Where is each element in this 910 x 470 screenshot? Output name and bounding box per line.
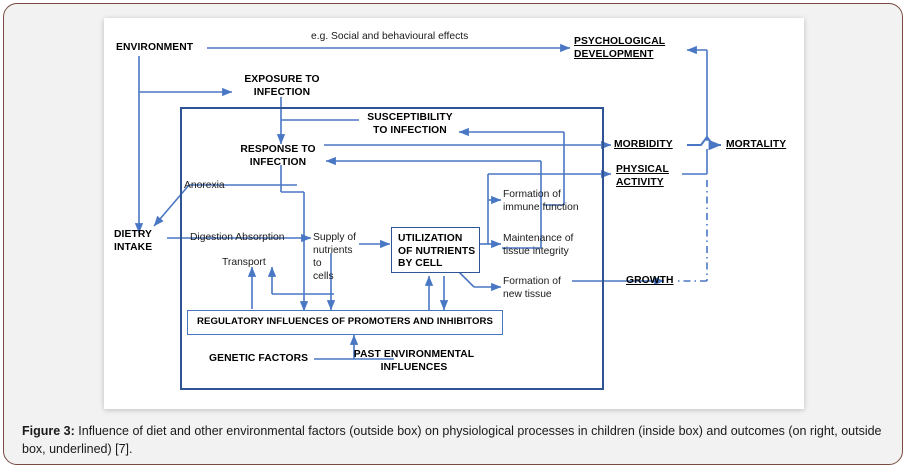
utilization-line-1: UTILIZATION <box>398 233 463 244</box>
maintenance-line-2: tissue integrity <box>503 246 569 257</box>
diagram-canvas <box>4 4 910 414</box>
new-tissue-line-2: new tissue <box>503 289 552 300</box>
figure-caption-text: Influence of diet and other environmenta… <box>22 424 882 456</box>
node-maintenance-of-tissue-integrity: Maintenance of tissue integrity <box>503 232 573 258</box>
supply-line-2: nutrients to <box>313 245 353 269</box>
node-regulatory-influences: REGULATORY INFLUENCES OF PROMOTERS AND I… <box>187 310 503 335</box>
node-utilization-of-nutrients-by-cell: UTILIZATION OF NUTRIENTS BY CELL <box>391 227 480 273</box>
utilization-line-3: BY CELL <box>398 258 443 269</box>
node-morbidity: MORBIDITY <box>614 139 673 150</box>
maintenance-line-1: Maintenance of <box>503 233 574 244</box>
supply-line-1: Supply of <box>313 232 356 243</box>
node-genetic-factors: GENETIC FACTORS <box>209 353 309 364</box>
exposure-line-2: INFECTION <box>253 86 311 98</box>
node-formation-of-new-tissue: Formation of new tissue <box>503 275 561 301</box>
physical-activity-line-1: PHYSICAL <box>616 164 669 175</box>
response-line-1: RESPONSE TO <box>240 144 316 155</box>
dietry-intake-line-1: DIETRY <box>114 229 152 240</box>
past-env-line-2: INFLUENCES <box>380 361 448 373</box>
node-dietry-intake: DIETRY INTAKE <box>114 229 166 254</box>
node-psychological-development: PSYCHOLOGICAL DEVELOPMENT <box>574 36 665 61</box>
figure-image-panel <box>104 18 804 409</box>
supply-line-3: cells <box>313 271 334 282</box>
node-environment: ENVIRONMENT <box>116 42 194 53</box>
node-physical-activity: PHYSICAL ACTIVITY <box>616 164 669 189</box>
node-exposure-to-infection: EXPOSURE TO INFECTION <box>235 74 329 99</box>
node-supply-of-nutrients-to-cells: Supply of nutrients to cells <box>313 231 363 283</box>
figure-caption: Figure 3: Influence of diet and other en… <box>22 423 884 458</box>
figure-card: UTILIZATION OF NUTRIENTS BY CELL REGULAT… <box>3 3 903 465</box>
node-mortality: MORTALITY <box>726 139 787 150</box>
inner-physiological-processes-box <box>180 107 604 390</box>
node-digestion-absorption: Digestion Absorption <box>190 232 285 243</box>
node-transport: Transport <box>222 257 266 268</box>
exposure-line-1: EXPOSURE TO <box>244 74 320 85</box>
diagram-svg <box>134 43 722 360</box>
node-past-environmental-influences: PAST ENVIRONMENTAL INFLUENCES <box>344 349 484 374</box>
utilization-line-2: OF NUTRIENTS <box>398 245 476 257</box>
regulatory-influences-label: REGULATORY INFLUENCES OF PROMOTERS AND I… <box>196 316 494 328</box>
node-susceptibility-to-infection: SUSCEPTIBILITY TO INFECTION <box>360 112 460 137</box>
node-formation-of-immune-function: Formation of immune function <box>503 188 579 214</box>
node-growth: GROWTH <box>626 275 674 286</box>
node-anorexia: Anorexia <box>184 180 225 191</box>
figure-caption-label: Figure 3: <box>22 424 75 438</box>
node-response-to-infection: RESPONSE TO INFECTION <box>231 144 325 169</box>
psych-dev-line-1: PSYCHOLOGICAL <box>574 36 666 47</box>
immune-line-2: immune function <box>503 202 579 213</box>
new-tissue-line-1: Formation of <box>503 276 561 287</box>
past-env-line-1: PAST ENVIRONMENTAL <box>353 349 475 360</box>
susceptibility-line-2: TO INFECTION <box>373 124 447 136</box>
physical-activity-line-2: ACTIVITY <box>616 176 664 188</box>
label-social-behavioural-effects: e.g. Social and behavioural effects <box>311 31 469 42</box>
response-line-2: INFECTION <box>249 156 307 168</box>
immune-line-1: Formation of <box>503 189 561 200</box>
susceptibility-line-1: SUSCEPTIBILITY <box>367 112 453 123</box>
dietry-intake-line-2: INTAKE <box>114 241 153 253</box>
psych-dev-line-2: DEVELOPMENT <box>574 48 654 60</box>
